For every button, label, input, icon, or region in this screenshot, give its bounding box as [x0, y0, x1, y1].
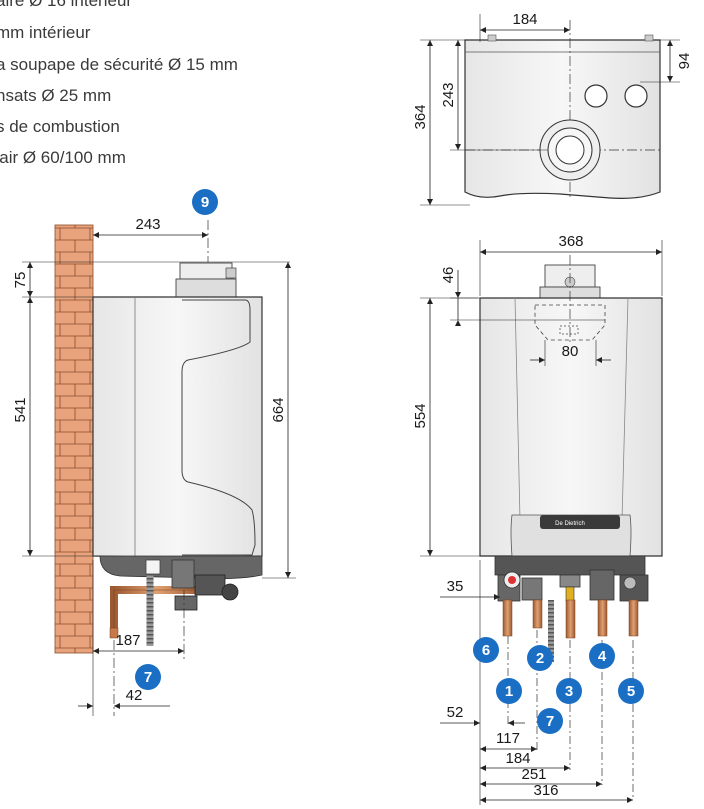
dim-front-left-gap: 52	[447, 704, 464, 721]
dim-side-pipe-gap: 42	[126, 687, 143, 704]
callout-badges: 9 7 6 2 4 1 3 5 7	[135, 189, 644, 734]
svg-text:4: 4	[598, 648, 607, 665]
dim-front-bracket: 80	[562, 343, 579, 360]
dim-side-total-height: 664	[270, 397, 287, 422]
dim-top-width: 184	[512, 11, 537, 28]
dim-front-top-gap: 46	[440, 267, 457, 284]
dim-side-pipe-offset: 187	[115, 632, 140, 649]
badge-1: 1	[496, 678, 522, 704]
badge-4: 4	[589, 643, 615, 669]
svg-text:5: 5	[627, 683, 635, 700]
badge-2: 2	[527, 645, 553, 671]
svg-text:6: 6	[482, 642, 490, 659]
badge-6: 6	[473, 637, 499, 663]
dim-top-depth: 94	[676, 53, 693, 70]
dim-front-height: 554	[412, 403, 429, 428]
legend-line-3: a soupape de sécurité Ø 15 mm	[0, 55, 238, 74]
legend-line-5: s de combustion	[0, 117, 120, 136]
svg-text:9: 9	[201, 194, 209, 211]
svg-text:7: 7	[144, 669, 152, 686]
dim-side-body-height: 541	[12, 397, 29, 422]
dim-front-x4: 316	[533, 782, 558, 799]
side-view: 243 75 541 664 187 42	[12, 216, 296, 716]
legend-line-2: mm intérieur	[0, 23, 91, 42]
brand-logo-text: De Dietrich	[555, 521, 585, 527]
legend-line-4: nsats Ø 25 mm	[0, 86, 112, 105]
top-view: 184 364 243 94	[412, 11, 693, 206]
legend: aire Ø 16 intérieur mm intérieur a soupa…	[0, 0, 330, 175]
dim-front-x2: 184	[505, 750, 530, 767]
front-view: De Dietrich 368	[412, 233, 663, 805]
badge-7-side: 7	[135, 664, 161, 690]
dim-front-x1: 117	[496, 730, 520, 747]
badge-9: 9	[192, 189, 218, 215]
dim-front-x3: 251	[521, 766, 546, 783]
brand-logo	[540, 515, 620, 529]
svg-text:2: 2	[536, 650, 544, 667]
badge-5: 5	[618, 678, 644, 704]
dim-side-top-gap: 75	[12, 272, 29, 289]
dim-front-width: 368	[558, 233, 583, 250]
legend-line-6: 'air Ø 60/100 mm	[0, 148, 126, 167]
badge-7-front: 7	[537, 708, 563, 734]
svg-text:7: 7	[546, 713, 554, 730]
legend-line-1: aire Ø 16 intérieur	[0, 0, 133, 10]
dim-top-offset: 243	[440, 82, 457, 107]
dim-side-top-offset: 243	[135, 216, 160, 233]
badge-3: 3	[556, 678, 582, 704]
dim-front-left-offset: 35	[447, 578, 464, 595]
dim-top-height: 364	[412, 104, 429, 129]
brick-wall	[54, 224, 94, 654]
svg-text:3: 3	[565, 683, 573, 700]
svg-text:1: 1	[505, 683, 513, 700]
